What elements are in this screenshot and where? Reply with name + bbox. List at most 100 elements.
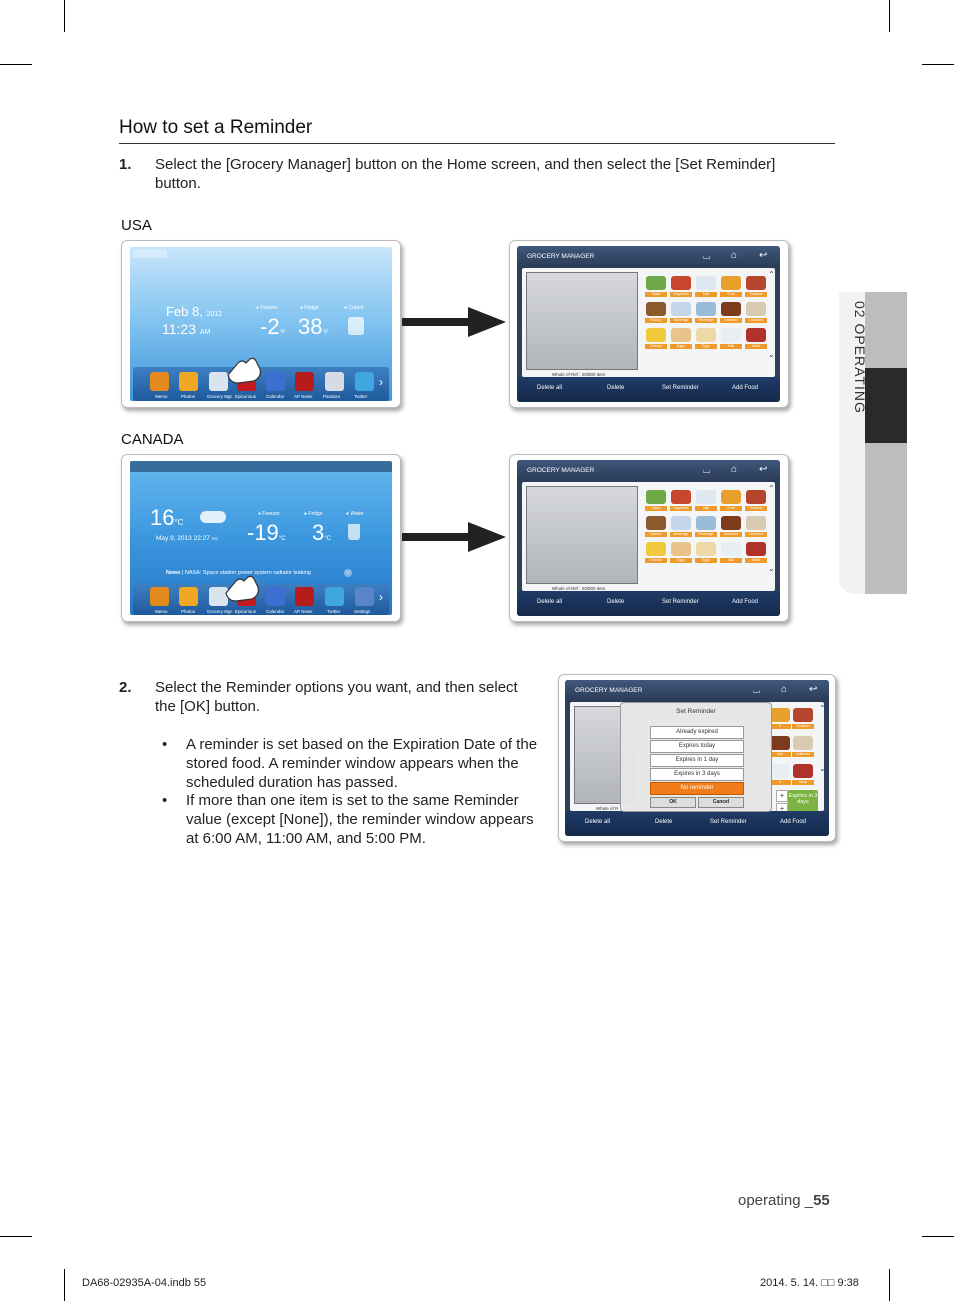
food-item[interactable]: [721, 302, 741, 316]
crop-mark: [0, 1236, 32, 1237]
food-item[interactable]: [671, 302, 691, 316]
basket-icon[interactable]: ⌴: [703, 251, 711, 261]
food-item[interactable]: [646, 302, 666, 316]
ap-news-icon[interactable]: [295, 587, 314, 606]
app-label-grocery: Grocery Mgr.: [207, 394, 234, 399]
plus-icon[interactable]: +: [776, 790, 788, 802]
chevron-right-icon[interactable]: ›: [379, 590, 383, 604]
food-item[interactable]: [793, 764, 813, 778]
option-no-reminder[interactable]: No reminder: [650, 782, 744, 795]
food-item[interactable]: [721, 328, 741, 342]
food-item[interactable]: [746, 542, 766, 556]
scroll-up-icon[interactable]: ⌃: [768, 484, 775, 493]
add-food-button[interactable]: Add Food: [732, 385, 759, 391]
food-item[interactable]: [646, 328, 666, 342]
app-label-memo: Memo: [155, 609, 168, 614]
expires-badge[interactable]: Expires in 3 days: [788, 790, 818, 815]
crop-mark: [889, 0, 890, 32]
food-item[interactable]: [793, 736, 813, 750]
option-expires-3-days[interactable]: Expires in 3 days: [650, 768, 744, 781]
settings-gear-icon[interactable]: [355, 587, 374, 606]
food-item[interactable]: [671, 542, 691, 556]
food-item[interactable]: [671, 490, 691, 504]
food-item[interactable]: [770, 708, 790, 722]
scroll-down-icon[interactable]: ⌄: [819, 764, 826, 773]
food-item[interactable]: [746, 490, 766, 504]
basket-icon[interactable]: ⌴: [703, 465, 711, 475]
home-icon[interactable]: ⌂: [781, 684, 788, 695]
food-item[interactable]: [696, 328, 716, 342]
food-label: Milk: [720, 344, 742, 349]
food-item[interactable]: [721, 276, 741, 290]
option-expires-today[interactable]: Expires today: [650, 740, 744, 753]
food-item[interactable]: [671, 516, 691, 530]
back-icon[interactable]: ↩: [809, 684, 818, 695]
arrow-right-icon: [402, 307, 506, 337]
hand-pointer-icon: [225, 575, 259, 602]
news-next-icon[interactable]: ›: [344, 569, 352, 577]
delete-button[interactable]: Delete: [655, 819, 673, 825]
news-ticker[interactable]: News | NASA: Space station power system …: [166, 570, 311, 576]
delete-all-button[interactable]: Delete all: [585, 819, 611, 825]
food-item[interactable]: [721, 516, 741, 530]
food-item[interactable]: [746, 328, 766, 342]
scroll-down-icon[interactable]: ⌄: [768, 350, 775, 359]
food-label: Beverage: [670, 318, 692, 323]
calendar-icon[interactable]: [266, 587, 285, 606]
delete-all-button[interactable]: Delete all: [537, 385, 563, 391]
scroll-up-icon[interactable]: ⌃: [768, 270, 775, 279]
food-item[interactable]: [646, 542, 666, 556]
delete-button[interactable]: Delete: [607, 385, 625, 391]
food-item[interactable]: [721, 542, 741, 556]
twitter-icon[interactable]: [325, 587, 344, 606]
home-icon[interactable]: ⌂: [731, 464, 738, 475]
memo-icon[interactable]: [150, 587, 169, 606]
ap-news-icon[interactable]: [295, 372, 314, 391]
side-tab-label: 02 OPERATING: [852, 301, 868, 414]
app-label-twitter: Twitter: [327, 609, 341, 614]
pandora-icon[interactable]: [325, 372, 344, 391]
grocery-manager-icon[interactable]: [209, 372, 228, 391]
cancel-button[interactable]: Cancel: [698, 797, 744, 808]
scroll-down-icon[interactable]: ⌄: [768, 564, 775, 573]
photos-icon[interactable]: [179, 587, 198, 606]
back-icon[interactable]: ↩: [759, 464, 768, 475]
food-item[interactable]: [696, 302, 716, 316]
food-item[interactable]: [746, 302, 766, 316]
ok-button[interactable]: OK: [650, 797, 696, 808]
twitter-icon[interactable]: [355, 372, 374, 391]
food-item[interactable]: [721, 490, 741, 504]
set-reminder-button[interactable]: Set Reminder: [710, 819, 747, 825]
food-item[interactable]: [671, 276, 691, 290]
chevron-right-icon[interactable]: ›: [379, 375, 383, 389]
food-item[interactable]: [696, 490, 716, 504]
option-expires-1-day[interactable]: Expires in 1 day: [650, 754, 744, 767]
food-item[interactable]: [770, 736, 790, 750]
food-item[interactable]: [696, 542, 716, 556]
add-food-button[interactable]: Add Food: [780, 819, 807, 825]
option-already-expired[interactable]: Already expired: [650, 726, 744, 739]
food-item[interactable]: [770, 764, 790, 778]
memo-icon[interactable]: [150, 372, 169, 391]
delete-all-button[interactable]: Delete all: [537, 599, 563, 605]
food-item[interactable]: [696, 516, 716, 530]
food-item[interactable]: [746, 516, 766, 530]
food-item[interactable]: [793, 708, 813, 722]
food-item[interactable]: [646, 516, 666, 530]
food-item[interactable]: [646, 276, 666, 290]
home-icon[interactable]: ⌂: [731, 250, 738, 261]
set-reminder-button[interactable]: Set Reminder: [662, 385, 699, 391]
delete-button[interactable]: Delete: [607, 599, 625, 605]
grocery-manager-icon[interactable]: [209, 587, 228, 606]
basket-icon[interactable]: ⌴: [753, 685, 761, 695]
food-item[interactable]: [696, 276, 716, 290]
food-item[interactable]: [671, 328, 691, 342]
back-icon[interactable]: ↩: [759, 250, 768, 261]
add-food-button[interactable]: Add Food: [732, 599, 759, 605]
set-reminder-button[interactable]: Set Reminder: [662, 599, 699, 605]
scroll-up-icon[interactable]: ⌃: [819, 704, 826, 713]
calendar-icon[interactable]: [266, 372, 285, 391]
photos-icon[interactable]: [179, 372, 198, 391]
food-item[interactable]: [646, 490, 666, 504]
food-item[interactable]: [746, 276, 766, 290]
